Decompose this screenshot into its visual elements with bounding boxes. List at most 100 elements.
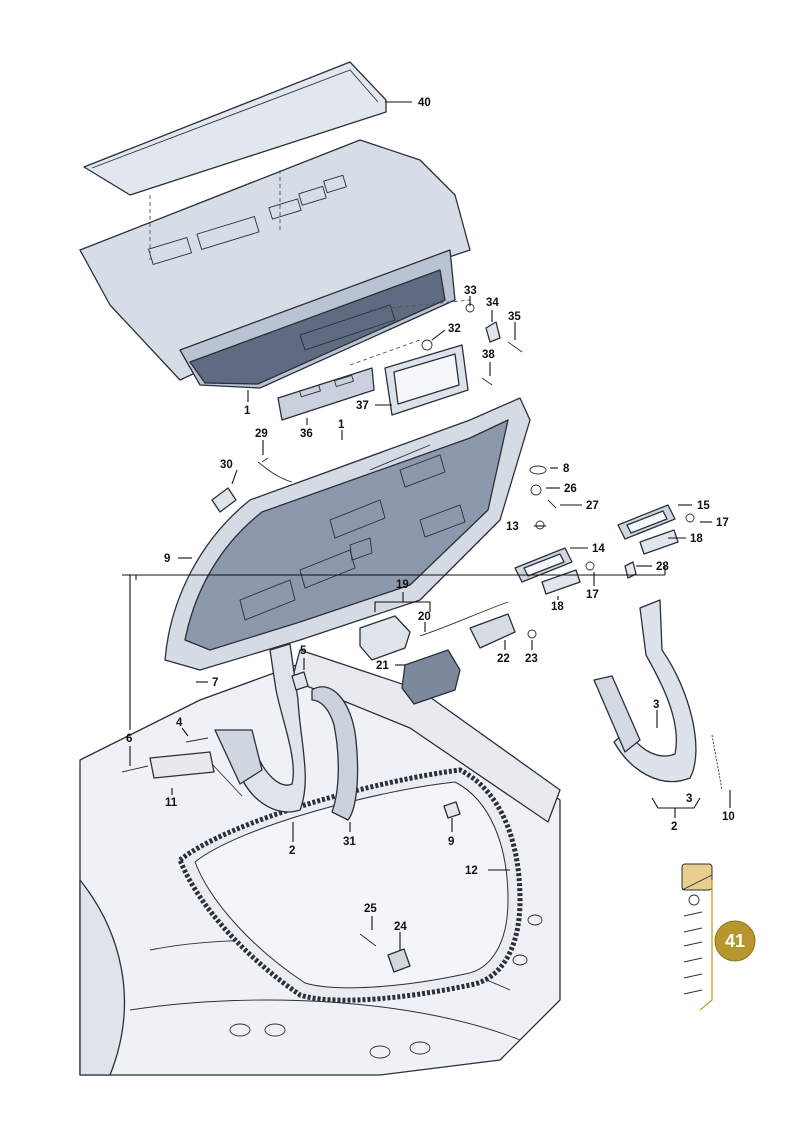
callout-12: 12 (465, 865, 478, 877)
svg-text:2: 2 (289, 845, 295, 857)
callout-14: 14 (592, 543, 605, 555)
svg-text:3: 3 (686, 793, 692, 805)
part-3-hinge-right (593, 599, 723, 791)
part-21-motor (401, 649, 461, 705)
svg-text:14: 14 (592, 543, 605, 555)
callout-7: 7 (212, 677, 218, 689)
callout-22: 22 (497, 653, 510, 665)
callout-38: 38 (482, 349, 495, 361)
svg-text:9: 9 (448, 836, 454, 848)
svg-text:33: 33 (464, 285, 477, 297)
svg-text:37: 37 (356, 400, 369, 412)
callout-2-left: 2 (289, 845, 295, 857)
callout-27: 27 (586, 500, 599, 512)
svg-text:18: 18 (690, 533, 703, 545)
part-15-license-lamp (617, 504, 676, 540)
part-14-license-lamp (514, 547, 573, 583)
part-9-bumper (443, 801, 461, 819)
callout-35: 35 (508, 311, 521, 323)
svg-text:1: 1 (338, 419, 345, 431)
svg-text:30: 30 (220, 459, 233, 471)
callout-37: 37 (356, 400, 369, 412)
part-24-25-striker (359, 933, 411, 973)
svg-text:5: 5 (300, 645, 307, 657)
svg-text:26: 26 (564, 483, 577, 495)
callout-24: 24 (394, 921, 407, 933)
part-1-trunk-lid-inner (164, 397, 531, 671)
small-parts-right-of-lid (529, 465, 557, 530)
callout-30: 30 (220, 459, 233, 471)
svg-text:11: 11 (165, 797, 178, 809)
svg-text:18: 18 (551, 601, 564, 613)
callout-3-upper: 3 (653, 699, 659, 711)
lamp-screws (585, 513, 695, 579)
trunk-seal (176, 767, 523, 1003)
callout-11: 11 (165, 797, 178, 809)
svg-text:34: 34 (486, 297, 499, 309)
svg-text:32: 32 (448, 323, 461, 335)
callout-1-lower: 1 (338, 419, 345, 431)
svg-text:41: 41 (725, 931, 745, 951)
callout-8: 8 (563, 463, 570, 475)
part-18-lamp-lens (541, 529, 679, 595)
callout-4: 4 (176, 717, 183, 729)
callout-19: 19 (396, 579, 409, 591)
svg-text:28: 28 (656, 561, 669, 573)
part-37-plate-bracket (384, 344, 469, 416)
callout-18-right: 18 (690, 533, 703, 545)
inner-frame-cutouts (239, 454, 466, 621)
svg-text:3: 3 (653, 699, 659, 711)
callout-5: 5 (300, 645, 307, 657)
callout-1-upper: 1 (244, 405, 251, 417)
svg-text:35: 35 (508, 311, 521, 323)
body-holes (229, 914, 543, 1059)
svg-text:2: 2 (671, 821, 677, 833)
svg-text:8: 8 (563, 463, 570, 475)
svg-text:7: 7 (212, 677, 218, 689)
callout-9-lower: 9 (448, 836, 454, 848)
svg-text:36: 36 (300, 428, 313, 440)
callout-33: 33 (464, 285, 477, 297)
part-29-30-cable (211, 457, 293, 513)
fastener-stack (683, 894, 703, 995)
svg-text:25: 25 (364, 903, 377, 915)
fasteners-upper-right (421, 303, 523, 386)
callout-9-left: 9 (164, 553, 170, 565)
callout-32: 32 (448, 323, 461, 335)
part-36-plate-gasket (277, 367, 375, 421)
svg-text:24: 24 (394, 921, 407, 933)
callout-26: 26 (564, 483, 577, 495)
callout-18-lower: 18 (551, 601, 564, 613)
part-19-20-lock-assembly (359, 601, 509, 661)
svg-text:6: 6 (126, 733, 132, 745)
svg-text:21: 21 (376, 660, 389, 672)
svg-text:17: 17 (586, 589, 599, 601)
leader-lines (129, 101, 731, 950)
svg-text:13: 13 (506, 521, 519, 533)
svg-text:27: 27 (586, 500, 599, 512)
svg-text:10: 10 (722, 811, 735, 823)
callout-13: 13 (506, 521, 519, 533)
callout-25: 25 (364, 903, 377, 915)
callout-34: 34 (486, 297, 499, 309)
callout-29: 29 (255, 428, 268, 440)
callout-31: 31 (343, 836, 356, 848)
part-2-hinge (214, 643, 306, 813)
svg-text:29: 29 (255, 428, 268, 440)
part-31-hinge-cover (311, 686, 359, 821)
callout-labels: 40 33 34 35 32 38 37 1 36 1 29 30 8 26 2… (126, 97, 735, 933)
svg-text:31: 31 (343, 836, 356, 848)
svg-text:38: 38 (482, 349, 495, 361)
svg-text:23: 23 (525, 653, 538, 665)
callout-21: 21 (376, 660, 389, 672)
svg-text:1: 1 (244, 405, 251, 417)
svg-text:4: 4 (176, 717, 183, 729)
callout-15: 15 (697, 500, 710, 512)
part-41-fastener-set (681, 863, 713, 1011)
svg-text:20: 20 (418, 611, 431, 623)
callout-17-right: 17 (716, 517, 729, 529)
callout-3-lower: 3 (686, 793, 692, 805)
part-40-rear-trim (83, 61, 387, 196)
part-5-stop (291, 671, 309, 691)
